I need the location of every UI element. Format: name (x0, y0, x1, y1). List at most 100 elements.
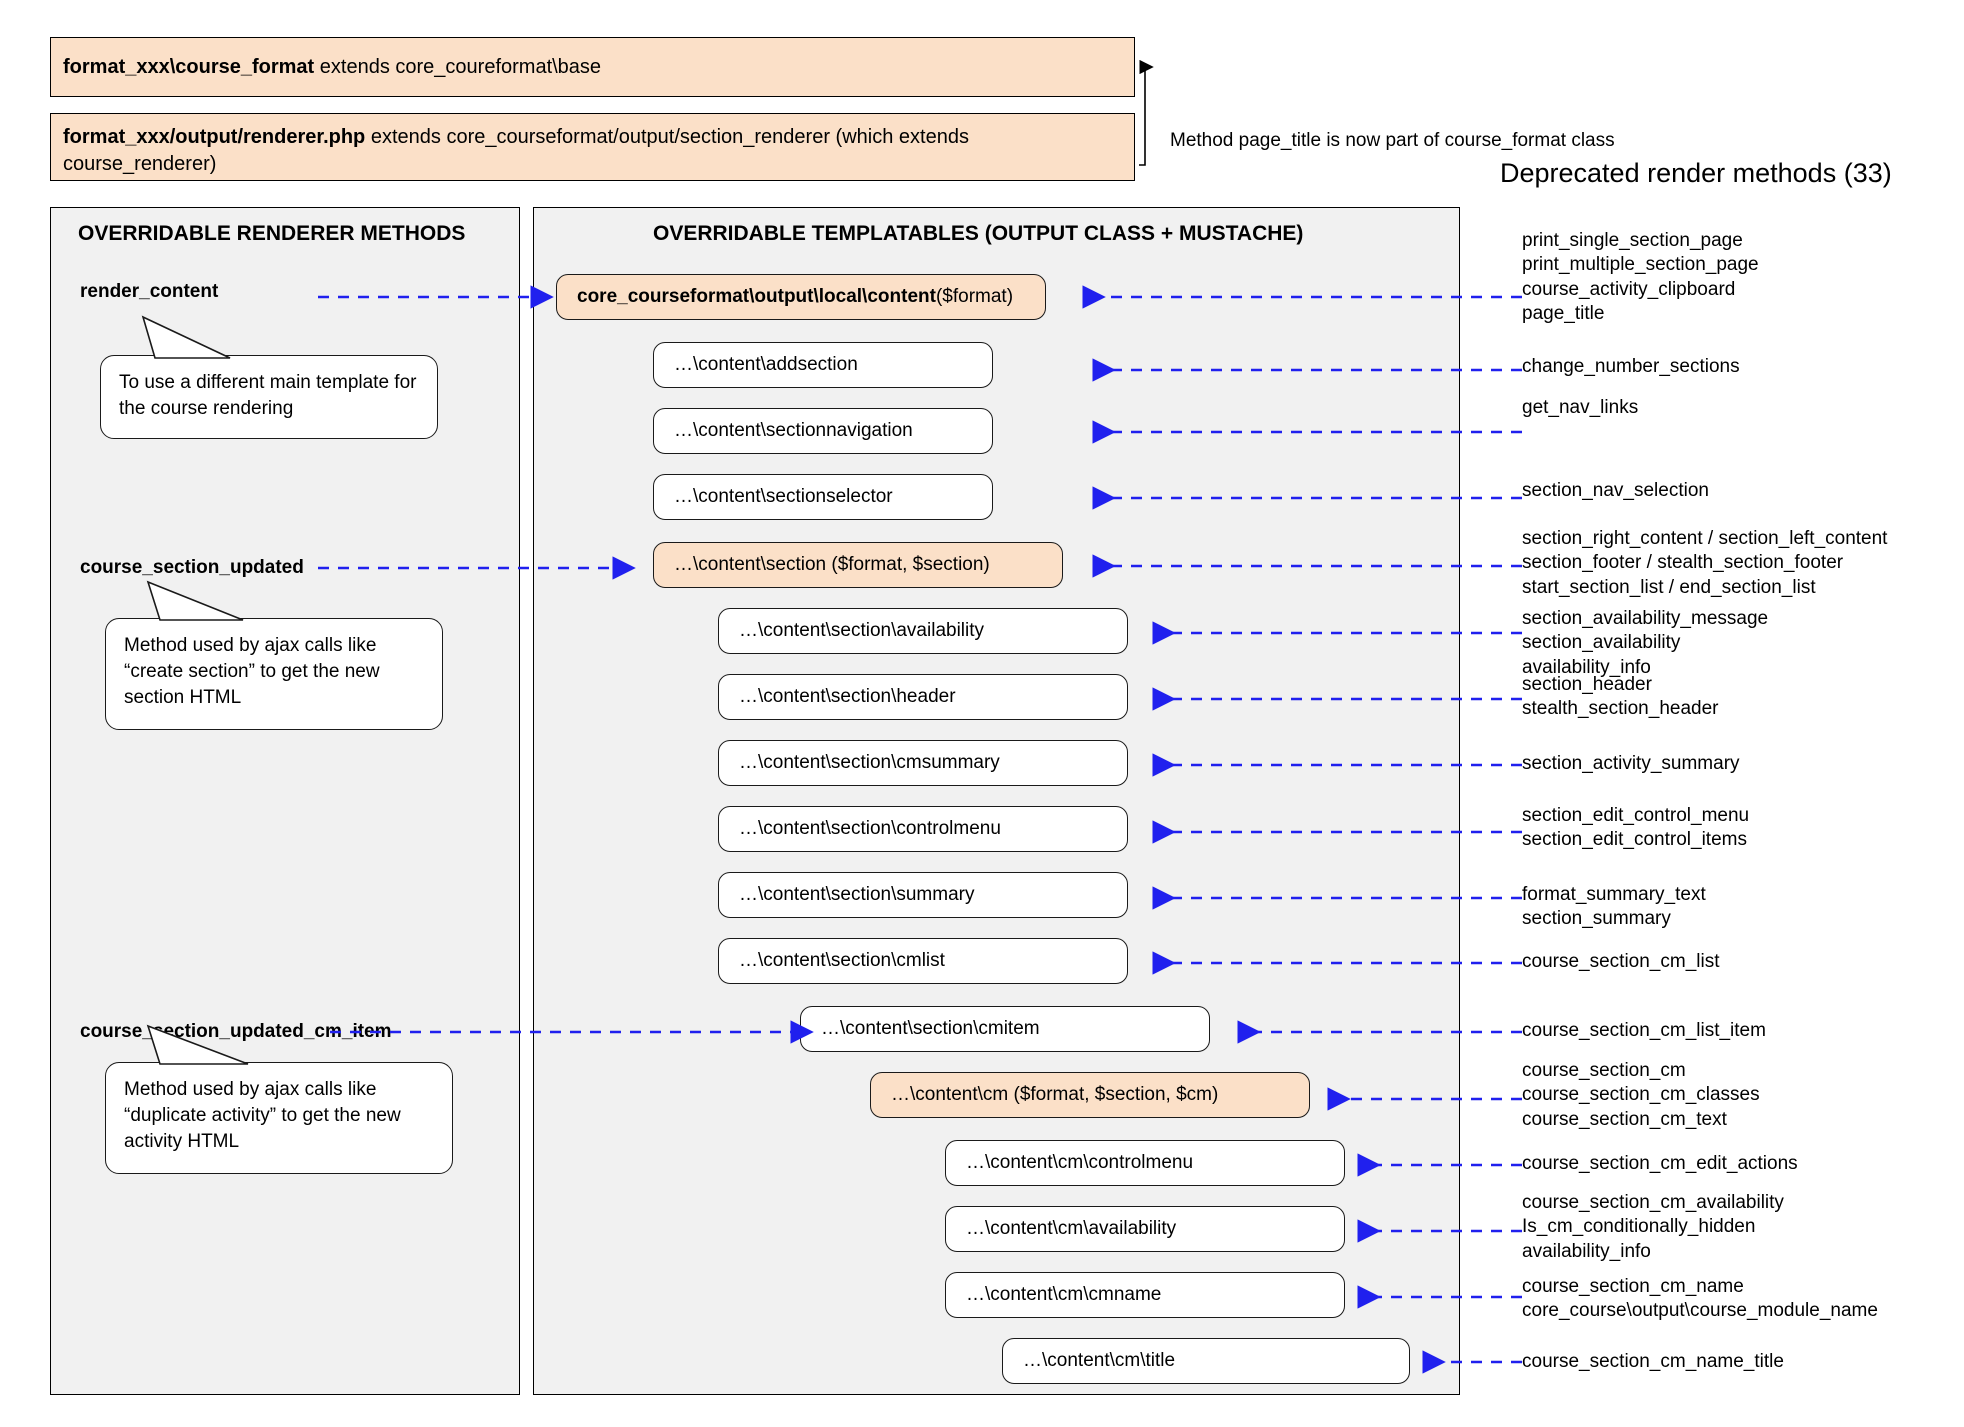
deprecated-method-label: print_multiple_section_page (1522, 254, 1759, 276)
class-box-1-bold: format_xxx\course_format (63, 55, 315, 78)
deprecated-method-group-section-header: section_header stealth_section_header (1522, 673, 1718, 722)
templatable-box-content-cm[interactable]: …\content\cm ($format, $section, $cm) (870, 1072, 1310, 1118)
class-box-2-rest: extends core_courseformat/output/section… (63, 126, 969, 175)
templatable-label: …\content\cm\controlmenu (966, 1152, 1194, 1173)
deprecated-method-group-section-edit-control-menu: section_edit_control_menu section_edit_co… (1522, 804, 1749, 853)
templatable-box-content-section-cmlist[interactable]: …\content\section\cmlist (718, 938, 1128, 984)
deprecated-method-label: page_title (1522, 302, 1605, 324)
deprecated-method-group-course-section-cm-list-item: course_section_cm_list_item (1522, 1019, 1766, 1043)
templatable-label: …\content\cm\cmname (966, 1284, 1162, 1305)
deprecated-method-group-course-section-cm-name: course_section_cm_name core_course\output… (1522, 1275, 1878, 1324)
renderer-method-course-section-updated[interactable]: course_section_updated (80, 557, 304, 578)
deprecated-method-label: course_activity_clipboard (1522, 278, 1736, 300)
overridable-templatables-panel (533, 207, 1460, 1395)
deprecated-method-label: section_availability (1522, 632, 1681, 654)
deprecated-method-group-course-section-cm-edit-actions: course_section_cm_edit_actions (1522, 1152, 1798, 1176)
templatable-label: …\content\cm\title (1023, 1350, 1176, 1371)
deprecated-method-label: print_single_section_page (1522, 230, 1743, 251)
deprecated-method-label: course_section_cm_name_title (1522, 1351, 1784, 1372)
templatable-label: …\content\cm\availability (966, 1218, 1177, 1239)
deprecated-method-group-get-nav-links: get_nav_links (1522, 396, 1638, 420)
deprecated-method-group-section-availability-message: section_availability_message section_avai… (1522, 607, 1768, 680)
class-box-1-rest: extends core_coureformat\base (314, 55, 602, 78)
deprecated-method-label: change_number_sections (1522, 356, 1740, 377)
templatable-label: …\content\sectionnavigation (674, 420, 913, 441)
templatable-label: …\content\section\cmitem (821, 1018, 1040, 1039)
deprecated-method-label: section_edit_control_items (1522, 829, 1747, 851)
deprecated-method-label: course_section_cm_list (1522, 951, 1720, 972)
templatable-box-content-cm-availability[interactable]: …\content\cm\availability (945, 1206, 1345, 1252)
deprecated-method-group-section-activity-summary: section_activity_summary (1522, 752, 1740, 776)
callout-course-section-updated-cm-item: Method used by ajax calls like “duplicat… (105, 1062, 453, 1174)
renderer-method-course-section-updated-cm-item[interactable]: course_section_updated_cm_item (80, 1021, 392, 1042)
top-note-leader (1139, 59, 1154, 166)
class-box-2-bold: format_xxx/output/renderer.php (63, 126, 366, 148)
renderer-method-render-content[interactable]: render_content (80, 281, 219, 302)
templatable-box-content-section-availability[interactable]: …\content\section\availability (718, 608, 1128, 654)
deprecated-method-label: format_summary_text (1522, 884, 1706, 905)
deprecated-method-label: course_section_cm_classes (1522, 1084, 1760, 1106)
templatable-box-content-section-cmsummary[interactable]: …\content\section\cmsummary (718, 740, 1128, 786)
templatable-label: …\content\section\availability (739, 620, 985, 641)
templatable-box-core-courseformat-output-local-content[interactable]: core_courseformat\output\local\content (… (556, 274, 1046, 320)
deprecated-method-label: section_summary (1522, 908, 1671, 930)
templatable-label: …\content\sectionselector (674, 486, 893, 507)
deprecated-method-label: section_activity_summary (1522, 753, 1740, 774)
deprecated-method-label: section_right_content / section_left_con… (1522, 528, 1888, 549)
deprecated-method-label: section_edit_control_menu (1522, 805, 1750, 826)
deprecated-method-group-course-section-cm: course_section_cm course_section_cm_class… (1522, 1059, 1760, 1132)
templatable-label: …\content\addsection (674, 354, 858, 375)
templatable-label: …\content\section\cmlist (739, 950, 945, 971)
templatable-label: …\content\section\header (739, 686, 956, 707)
templatable-label: …\content\section\cmsummary (739, 752, 1000, 773)
deprecated-methods-title: Deprecated render methods (33) (1500, 158, 1892, 188)
panel-mid-title: OVERRIDABLE TEMPLATABLES (OUTPUT CLASS +… (653, 222, 1304, 245)
callout-render-content: To use a different main template for the… (100, 355, 438, 439)
deprecated-method-group-change-number-sections: change_number_sections (1522, 355, 1740, 379)
templatable-box-content-section-header[interactable]: …\content\section\header (718, 674, 1128, 720)
templatable-box-content-section-controlmenu[interactable]: …\content\section\controlmenu (718, 806, 1128, 852)
templatable-label: ($format) (935, 286, 1014, 307)
templatable-label: …\content\section\summary (739, 884, 975, 905)
deprecated-method-label: course_section_cm_edit_actions (1522, 1153, 1798, 1174)
deprecated-method-label: start_section_list / end_section_list (1522, 576, 1816, 598)
deprecated-method-label: core_course\output\course_module_name (1522, 1300, 1878, 1322)
deprecated-method-label: section_footer / stealth_section_footer (1522, 552, 1844, 574)
templatable-box-content-cm-title[interactable]: …\content\cm\title (1002, 1338, 1410, 1384)
deprecated-method-group-course-section-cm-list: course_section_cm_list (1522, 950, 1719, 974)
deprecated-method-group-section-right-content-section-left-content: section_right_content / section_left_con… (1522, 527, 1887, 600)
templatable-class-name: core_courseformat\output\local\content (577, 286, 936, 307)
deprecated-method-label: stealth_section_header (1522, 698, 1719, 720)
templatable-box-content-addsection[interactable]: …\content\addsection (653, 342, 993, 388)
templatable-box-content-section[interactable]: …\content\section ($format, $section) (653, 542, 1063, 588)
deprecated-method-label: course_section_cm (1522, 1060, 1686, 1081)
deprecated-method-label: course_section_cm_name (1522, 1276, 1744, 1297)
templatable-label: …\content\section\controlmenu (739, 818, 1001, 839)
class-box-course-format: format_xxx\course_format extends core_co… (50, 37, 1135, 97)
deprecated-method-label: course_section_cm_list_item (1522, 1020, 1766, 1041)
deprecated-method-label: course_section_cm_text (1522, 1108, 1727, 1130)
class-box-renderer-php: format_xxx/output/renderer.php extends c… (50, 113, 1135, 181)
deprecated-method-label: section_header (1522, 674, 1652, 695)
templatable-box-content-sectionselector[interactable]: …\content\sectionselector (653, 474, 993, 520)
deprecated-method-group-section-nav-selection: section_nav_selection (1522, 479, 1709, 503)
deprecated-method-group-course-section-cm-name-title: course_section_cm_name_title (1522, 1350, 1784, 1374)
deprecated-method-group-print-single-section-page: print_single_section_page print_multiple_… (1522, 229, 1759, 326)
page-title-note: Method page_title is now part of course_… (1170, 130, 1615, 151)
deprecated-method-label: section_nav_selection (1522, 480, 1709, 501)
templatable-label: …\content\cm ($format, $section, $cm) (891, 1084, 1219, 1105)
deprecated-method-label: get_nav_links (1522, 397, 1639, 418)
templatable-box-content-cm-controlmenu[interactable]: …\content\cm\controlmenu (945, 1140, 1345, 1186)
templatable-box-content-section-summary[interactable]: …\content\section\summary (718, 872, 1128, 918)
panel-left-title: OVERRIDABLE RENDERER METHODS (78, 222, 466, 245)
deprecated-method-group-format-summary-text: format_summary_text section_summary (1522, 883, 1706, 932)
templatable-box-content-cm-cmname[interactable]: …\content\cm\cmname (945, 1272, 1345, 1318)
callout-course-section-updated: Method used by ajax calls like “create s… (105, 618, 443, 730)
templatable-box-content-sectionnavigation[interactable]: …\content\sectionnavigation (653, 408, 993, 454)
deprecated-method-label: course_section_cm_availability (1522, 1192, 1784, 1213)
deprecated-method-label: section_availability_message (1522, 608, 1769, 629)
templatable-label: …\content\section ($format, $section) (674, 554, 990, 575)
templatable-box-content-section-cmitem[interactable]: …\content\section\cmitem (800, 1006, 1210, 1052)
